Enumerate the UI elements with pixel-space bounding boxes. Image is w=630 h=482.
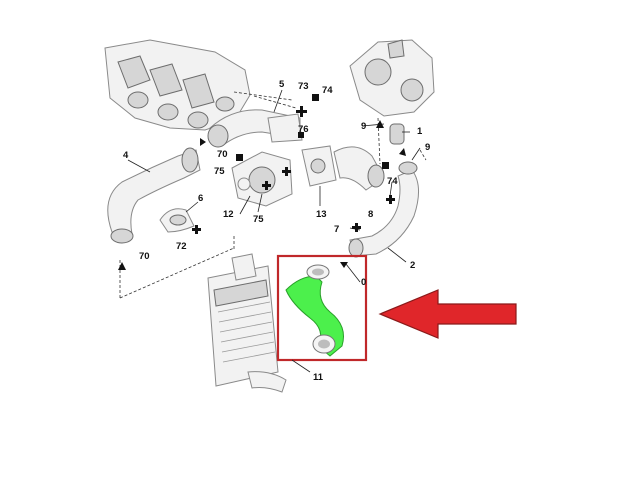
turbocharger <box>349 39 435 117</box>
label-70-top: 70 <box>217 149 228 160</box>
label-0: 0 <box>361 277 366 288</box>
label-74-top: 74 <box>322 85 333 96</box>
part-6 <box>159 208 195 233</box>
markers <box>118 94 406 270</box>
hose-4 <box>107 147 201 244</box>
label-8: 8 <box>368 209 373 220</box>
label-2: 2 <box>410 260 415 271</box>
label-12: 12 <box>223 209 234 220</box>
flange-13 <box>301 145 337 187</box>
label-75-bottom: 75 <box>253 214 264 225</box>
label-6: 6 <box>198 193 203 204</box>
label-7: 7 <box>334 224 339 235</box>
label-13: 13 <box>316 209 327 220</box>
part-labels: 5 73 74 76 9 1 9 4 70 75 74 6 12 75 13 8… <box>123 79 430 383</box>
label-9-left: 9 <box>361 121 366 132</box>
label-5: 5 <box>279 79 285 90</box>
highlight-box <box>276 254 368 362</box>
label-9-right: 9 <box>425 142 430 153</box>
hose-2 <box>348 161 419 258</box>
label-74-right: 74 <box>387 176 398 187</box>
highlighted-hose <box>285 264 344 357</box>
arrow-icon <box>378 289 517 339</box>
elbow <box>333 146 385 191</box>
sleeve-1 <box>389 123 405 145</box>
label-70-bottom: 70 <box>139 251 150 262</box>
label-11: 11 <box>313 372 324 383</box>
label-76: 76 <box>298 124 309 135</box>
throttle-body-12 <box>231 151 293 207</box>
label-73: 73 <box>298 81 309 92</box>
label-1: 1 <box>417 126 423 137</box>
intercooler <box>207 253 287 393</box>
label-72: 72 <box>176 241 187 252</box>
leader-lines <box>127 89 421 373</box>
label-4: 4 <box>123 150 129 161</box>
label-75-left: 75 <box>214 166 225 177</box>
manifold <box>104 39 251 131</box>
